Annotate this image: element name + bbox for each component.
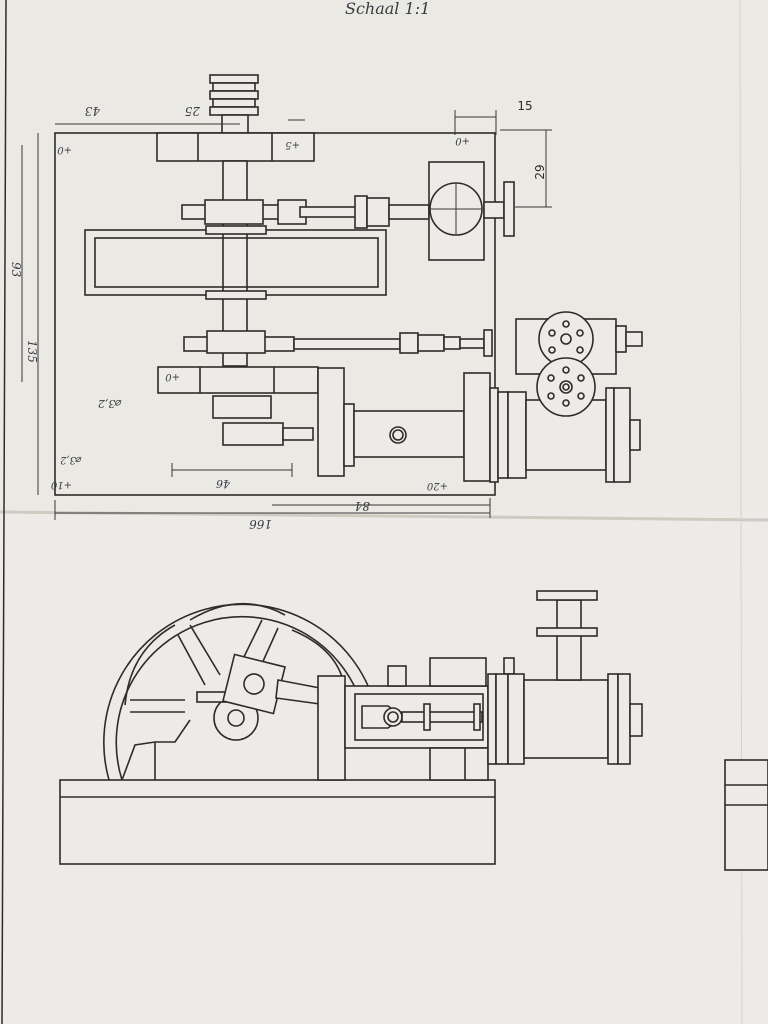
tol-label-e: +0: [165, 371, 180, 382]
crosshead-guide: [317, 367, 345, 477]
pulley: [209, 74, 259, 134]
cylinder-top: [489, 387, 641, 483]
dim-label-25: 25: [185, 104, 201, 118]
side-view: [59, 590, 768, 871]
dim-label-166: 166: [249, 517, 272, 531]
cylinder-side: [487, 673, 643, 765]
dim-label-135: 135: [25, 340, 39, 363]
dim-label-15: 15: [517, 99, 532, 113]
scale-note: Schaal 1:1: [345, 0, 430, 18]
steam-pipe: [556, 599, 582, 681]
bearing-block-bottom: [157, 366, 319, 394]
dim-label-29: 29: [533, 164, 547, 179]
edge-fragment: [724, 759, 768, 871]
valve-flange: [503, 181, 515, 237]
eccentric-assembly: [181, 195, 430, 229]
guide-column: [317, 675, 346, 781]
base-block: [59, 779, 496, 865]
sheet-border-left: [1, 0, 7, 1024]
tol-label-f: +20: [426, 480, 448, 491]
tol-label-c: +0: [455, 135, 470, 146]
crosshead: [353, 410, 465, 458]
dim-label-phi: ⌀3,2: [98, 397, 122, 410]
connecting-rod-top: [183, 329, 493, 357]
dim-label-46: 46: [216, 477, 231, 490]
dim-label-93: 93: [9, 262, 23, 278]
valve-disc-lower: [536, 357, 596, 417]
tol-label-b: +5: [285, 139, 300, 150]
bearing-block-top: [156, 132, 315, 162]
piston-rod: [401, 711, 483, 723]
top-view: 15 29 43 25 93 135 166 84 46 ⌀3,2 ⌀3,2 +…: [9, 74, 643, 531]
tol-label-a: +0: [57, 144, 72, 155]
dim-label-84: 84: [355, 499, 370, 513]
dim-label-phi-bottom: ⌀3,2: [60, 454, 82, 465]
tol-label-d: +10: [50, 479, 72, 490]
dim-label-43: 43: [84, 104, 101, 118]
flywheel-side: [103, 602, 376, 781]
